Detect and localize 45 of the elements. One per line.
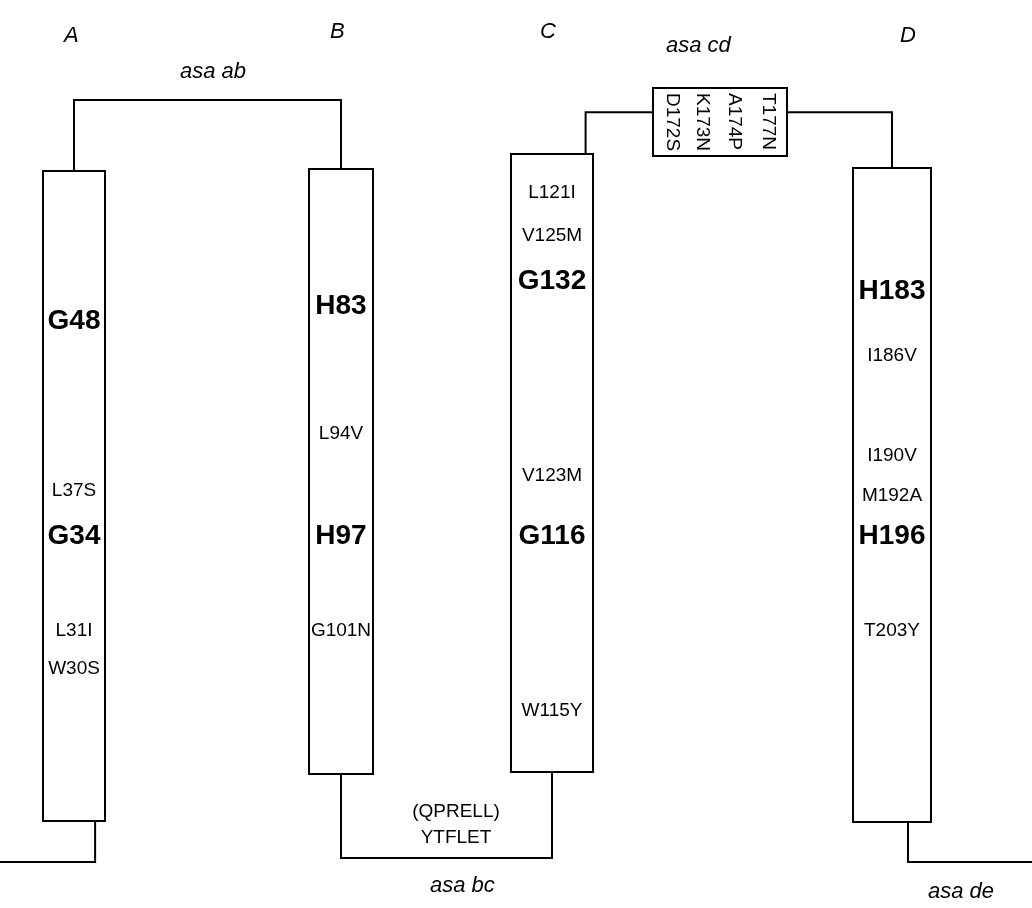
loop-name: asa bc <box>430 872 495 898</box>
loop-connector <box>907 822 1032 863</box>
residue-label: G48 <box>46 303 102 337</box>
mutation-label: V125M <box>520 224 584 246</box>
mutation-label: V123M <box>520 464 584 486</box>
mutation-label: A174P <box>724 93 746 151</box>
mutation-label: D172S <box>662 93 684 152</box>
loop-name: asa cd <box>666 32 731 58</box>
loop-box <box>652 87 788 157</box>
helix-letter: A <box>64 22 79 48</box>
mutation-label: L94V <box>317 422 365 444</box>
residue-label: G34 <box>46 518 102 552</box>
loop-connector <box>340 772 553 859</box>
loop-connector <box>0 821 97 863</box>
mutation-label: T177N <box>758 93 780 151</box>
residue-label: H83 <box>314 288 368 322</box>
loop-connector <box>584 111 653 154</box>
residue-label: H196 <box>857 518 927 552</box>
loop-connector <box>787 111 893 168</box>
mutation-label: W30S <box>47 657 101 679</box>
residue-label: H97 <box>314 518 368 552</box>
mutation-label: K173N <box>692 93 714 152</box>
residue-label: H183 <box>857 273 927 307</box>
mutation-label: G101N <box>310 619 372 641</box>
mutation-label: I186V <box>866 344 918 366</box>
edge-label: (QPRELL) YTFLET <box>411 799 501 849</box>
helix-letter: D <box>900 22 916 48</box>
mutation-label: W115Y <box>520 699 584 721</box>
helix-letter: B <box>330 18 345 44</box>
helix-box <box>852 167 932 823</box>
helix-box <box>308 168 374 775</box>
mutation-label: L37S <box>50 479 98 501</box>
mutation-label: M192A <box>860 484 924 506</box>
helix-letter: C <box>540 18 556 44</box>
helix-box <box>510 153 594 773</box>
mutation-label: L121I <box>527 181 577 203</box>
mutation-label: T203Y <box>863 619 921 641</box>
mutation-label: I190V <box>866 444 918 466</box>
residue-label: G116 <box>517 518 587 552</box>
edge-label: asa de <box>928 878 995 904</box>
loop-connector <box>73 99 342 171</box>
mutation-label: L31I <box>54 619 94 641</box>
edge-label: asa ab <box>180 58 247 84</box>
helix-box <box>42 170 106 822</box>
residue-label: G132 <box>516 263 588 297</box>
